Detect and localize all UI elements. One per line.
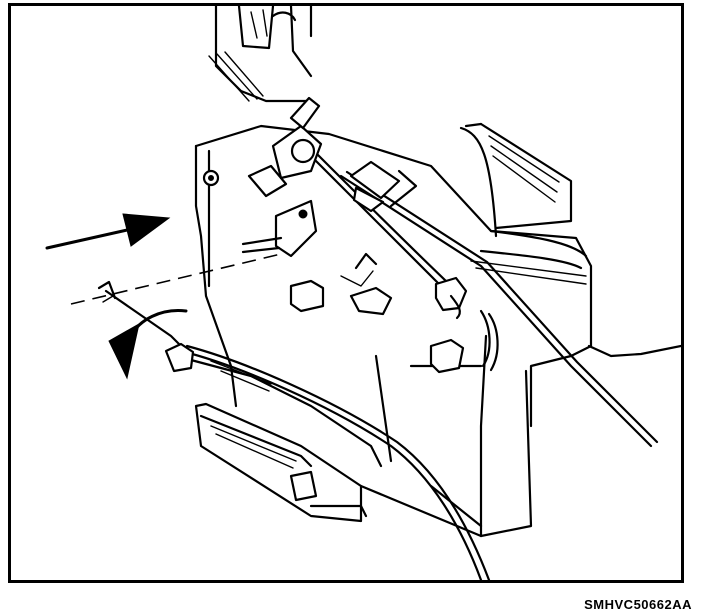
lower-duct bbox=[194, 402, 483, 538]
control-lever-assembly bbox=[241, 96, 418, 258]
cable-sheath-rings bbox=[449, 294, 499, 372]
heater-housing bbox=[194, 124, 681, 538]
cable-clips bbox=[164, 252, 468, 374]
arrow-right-icon bbox=[45, 213, 171, 250]
cable-end-connector bbox=[97, 280, 117, 303]
control-cables bbox=[104, 150, 659, 580]
heater-control-cable-illustration bbox=[45, 6, 681, 580]
housing-screw bbox=[202, 169, 220, 187]
upper-structure bbox=[208, 6, 313, 103]
curved-arrow-icon bbox=[108, 309, 188, 380]
right-vent-panel bbox=[459, 122, 573, 238]
figure-code-label: SMHVC50662AA bbox=[584, 597, 692, 612]
illustration-frame bbox=[8, 3, 684, 583]
alignment-dashed-line bbox=[70, 253, 282, 305]
